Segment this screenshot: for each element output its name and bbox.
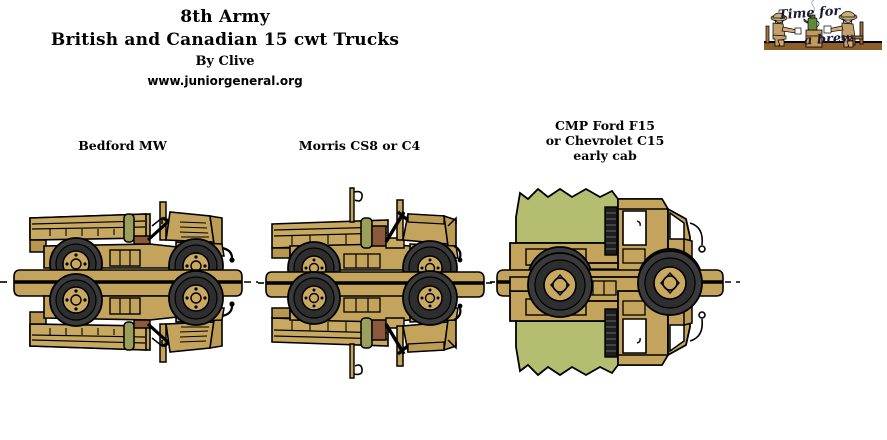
cartoon-caption-line1: Time for — [777, 3, 841, 24]
author-credit: By Clive — [195, 54, 255, 69]
cmp-f15-cutout — [490, 188, 740, 376]
website-url: www.juniorgeneral.org — [147, 74, 303, 88]
caption-cmp: CMP Ford F15 or Chevrolet C15 early cab — [480, 118, 730, 163]
cartoon-caption-line2: a brew — [803, 30, 853, 49]
tea-break-cartoon: Time for a brew — [760, 0, 887, 110]
bedford-mw-cutout — [0, 200, 258, 364]
caption-line: Morris CS8 or C4 — [298, 138, 421, 153]
caption-bedford: Bedford MW — [0, 138, 245, 153]
caption-line: or Chevrolet C15 — [545, 133, 665, 148]
soldiers-tea-break-illustration — [764, 0, 882, 50]
caption-line: CMP Ford F15 — [554, 118, 655, 133]
figure-morris-cs8 — [258, 182, 503, 382]
morris-cs8-cutout — [258, 186, 502, 380]
cartoon-caption: Time for a brew — [760, 0, 887, 60]
caption-morris: Morris CS8 or C4 — [222, 138, 497, 153]
title-block: 8th Army British and Canadian 15 cwt Tru… — [0, 6, 450, 90]
figure-cmp-ford-f15 — [490, 165, 740, 400]
page-subtitle: British and Canadian 15 cwt Trucks — [50, 30, 400, 50]
page-title: 8th Army — [180, 7, 270, 27]
figure-bedford-mw — [0, 182, 260, 382]
caption-line: Bedford MW — [78, 138, 167, 153]
caption-line: early cab — [573, 148, 637, 163]
